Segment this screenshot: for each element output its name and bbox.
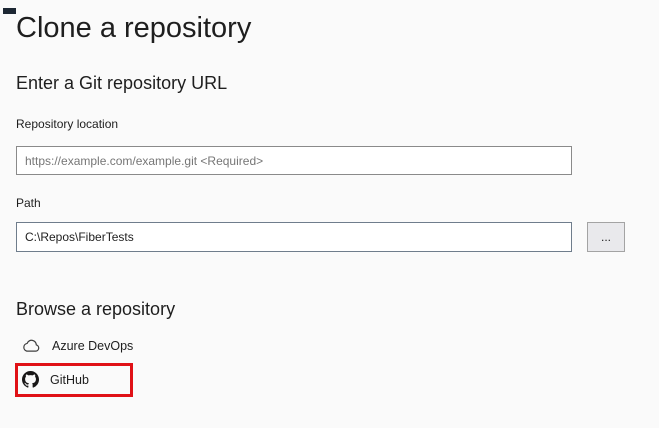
provider-label: GitHub <box>50 372 89 387</box>
url-section-heading: Enter a Git repository URL <box>16 73 228 93</box>
provider-github[interactable]: GitHub <box>22 370 89 389</box>
browse-section-heading: Browse a repository <box>16 299 176 319</box>
browse-path-button[interactable]: ... <box>587 222 625 252</box>
repository-location-label: Repository location <box>16 117 119 131</box>
github-icon <box>22 371 39 388</box>
repository-location-input[interactable] <box>16 146 572 175</box>
window-edge-artifact <box>3 8 16 14</box>
path-label: Path <box>16 196 41 210</box>
path-input[interactable] <box>16 222 572 252</box>
cloud-icon <box>22 339 41 353</box>
page-title: Clone a repository <box>16 12 252 44</box>
provider-azure-devops[interactable]: Azure DevOps <box>22 337 133 355</box>
provider-label: Azure DevOps <box>52 339 134 353</box>
